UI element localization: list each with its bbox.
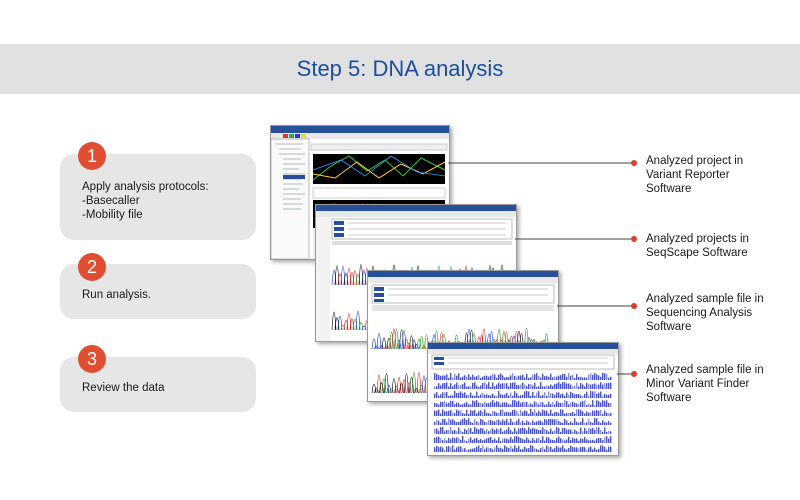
screenshot-minor-variant-finder xyxy=(427,342,619,456)
connector-dot-4 xyxy=(631,371,637,377)
step-1-line-3: -Mobility file xyxy=(82,209,143,221)
callout-minor-variant-finder: Analyzed sample file in Minor Variant Fi… xyxy=(646,363,764,405)
callout-1-line-2: Variant Reporter xyxy=(646,169,730,181)
callout-3-line-1: Analyzed sample file in xyxy=(646,293,764,305)
step-1-text: Apply analysis protocols: -Basecaller -M… xyxy=(82,180,209,222)
callout-4-line-1: Analyzed sample file in xyxy=(646,364,764,376)
connector-dot-3 xyxy=(631,303,637,309)
step-2-badge: 2 xyxy=(78,253,106,281)
step-1-badge: 1 xyxy=(78,142,106,170)
step-2-text: Run analysis. xyxy=(82,289,152,301)
callout-2-line-1: Analyzed projects in xyxy=(646,233,749,245)
callout-sequencing-analysis: Analyzed sample file in Sequencing Analy… xyxy=(646,292,764,334)
connector-dot-1 xyxy=(631,160,637,166)
callout-variant-reporter: Analyzed project in Variant Reporter Sof… xyxy=(646,154,743,196)
title-bar: Step 5: DNA analysis xyxy=(0,44,800,94)
step-card-2: Run analysis. xyxy=(60,264,256,319)
callout-2-line-2: SeqScape Software xyxy=(646,247,748,259)
step-1-line-2: -Basecaller xyxy=(82,195,140,207)
callout-4-line-3: Software xyxy=(646,392,692,404)
step-3-badge: 3 xyxy=(78,345,106,373)
minor-variant-finder-graphic xyxy=(428,343,618,452)
step-3-text: Review the data xyxy=(82,382,165,394)
callout-3-line-2: Sequencing Analysis xyxy=(646,307,753,319)
callout-4-line-2: Minor Variant Finder xyxy=(646,378,750,390)
callout-1-line-1: Analyzed project in xyxy=(646,155,744,167)
page-title: Step 5: DNA analysis xyxy=(296,56,504,81)
step-1-line-1: Apply analysis protocols: xyxy=(82,181,209,193)
callout-1-line-3: Software xyxy=(646,183,692,195)
callout-3-line-3: Software xyxy=(646,321,692,333)
connector-dot-2 xyxy=(631,236,637,242)
callout-seqscape: Analyzed projects in SeqScape Software xyxy=(646,232,749,260)
